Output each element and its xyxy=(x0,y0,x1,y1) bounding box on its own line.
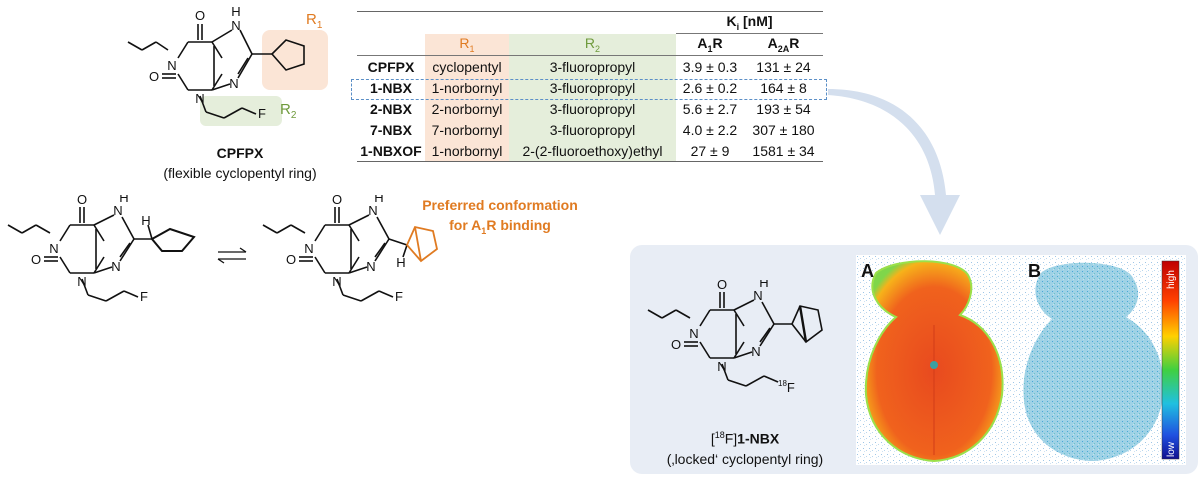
atom-f: F xyxy=(140,289,148,304)
atom-o: O xyxy=(149,69,159,84)
r1-cell: 1-norbornyl xyxy=(425,77,509,98)
atom-n: N xyxy=(332,274,341,289)
preferred-conformation-line2: for A1R binding xyxy=(449,217,551,236)
atom-f18: 18F xyxy=(778,379,795,395)
a2ar-ki-cell: 131 ± 24 xyxy=(756,58,811,75)
atom-h: H xyxy=(396,255,405,270)
table-row: CPFPX cyclopentyl 3-fluoropropyl 3.9 ± 0… xyxy=(357,55,823,77)
atom-n: N xyxy=(229,76,238,91)
a2ar-ki-cell: 307 ± 180 xyxy=(752,121,815,138)
a1r-ki-cell: 4.0 ± 2.2 xyxy=(682,121,738,138)
atom-o: O xyxy=(286,252,296,267)
atom-h: H xyxy=(141,213,150,228)
atom-n: N xyxy=(753,288,762,303)
atom-n: N xyxy=(368,203,377,218)
atom-n: N xyxy=(49,241,58,256)
nbx-structure: O O N N N H N 18F xyxy=(647,280,823,395)
a2ar-ki-cell: 1581 ± 34 xyxy=(752,142,815,159)
r2-cell: 3-fluoropropyl xyxy=(509,77,676,98)
atom-n: N xyxy=(167,58,176,73)
r2-cell: 3-fluoropropyl xyxy=(509,119,676,140)
atom-n: N xyxy=(195,91,204,106)
atom-f: F xyxy=(395,289,403,304)
col-header-r2: R2 xyxy=(509,33,676,56)
cpfpx-structure: O O N N N H N F R1 R2 xyxy=(127,4,328,126)
table-row: 7-NBX 7-norbornyl 3-fluoropropyl 4.0 ± 2… xyxy=(357,119,823,140)
compound-name: 2-NBX xyxy=(369,100,412,117)
scale-low-label: low xyxy=(1166,441,1177,457)
autoradiography-image: high low xyxy=(856,255,1186,465)
brain-a-scan xyxy=(864,260,1004,463)
r1-label: R1 xyxy=(306,11,323,31)
r1-highlight xyxy=(262,30,328,90)
r1-cell: 1-norbornyl xyxy=(425,140,509,162)
cpfpx-caption-desc: (flexible cyclopentyl ring) xyxy=(163,165,317,181)
atom-n: N xyxy=(231,18,240,33)
cpfpx-caption-name: CPFPX xyxy=(216,145,264,161)
compound-name: 1-NBXOF xyxy=(360,142,422,159)
atom-o: O xyxy=(195,8,205,23)
atom-n: N xyxy=(689,326,698,341)
col-header-a2ar: A2AR xyxy=(767,35,800,54)
preferred-conformation-label: Preferred conformation for A1R binding xyxy=(410,195,590,241)
equilibrium-arrows xyxy=(217,247,247,264)
atom-n: N xyxy=(113,203,122,218)
nbx-caption: [18F]1-NBX (‚locked‘ cyclopentyl ring) xyxy=(640,425,850,469)
atom-h: H xyxy=(231,4,240,19)
atom-o: O xyxy=(77,195,87,207)
a1r-ki-cell: 27 ± 9 xyxy=(690,142,730,159)
atom-n: N xyxy=(717,359,726,374)
a1r-ki-cell: 5.6 ± 2.7 xyxy=(682,100,738,117)
compound-name: CPFPX xyxy=(367,58,415,75)
col-header-a1r: A1R xyxy=(697,35,723,54)
atom-h: H xyxy=(759,280,768,290)
r1-cell: 2-norbornyl xyxy=(425,98,509,119)
conformer-preferred: O O N N N H N H F xyxy=(262,195,439,304)
r2-cell: 2-(2-fluoroethoxy)ethyl xyxy=(509,140,676,162)
atom-n: N xyxy=(304,241,313,256)
r1-cell: 7-norbornyl xyxy=(425,119,509,140)
r2-cell: 3-fluoropropyl xyxy=(509,55,676,77)
col-header-r1: R1 xyxy=(425,33,509,56)
panel-b-label: B xyxy=(1028,261,1041,281)
curved-arrow xyxy=(828,89,960,235)
cpfpx-caption: CPFPX (flexible cyclopentyl ring) xyxy=(150,143,330,183)
intensity-scale-bar xyxy=(1161,260,1180,460)
atom-h: H xyxy=(374,195,383,205)
a2ar-ki-cell: 193 ± 54 xyxy=(756,100,811,117)
atom-n: N xyxy=(751,344,760,359)
r1-cell: cyclopentyl xyxy=(425,55,509,77)
atom-o: O xyxy=(671,337,681,352)
brain-b-scan xyxy=(1023,262,1164,461)
atom-o: O xyxy=(332,195,342,207)
atom-f: F xyxy=(258,106,266,121)
panel-a-label: A xyxy=(861,261,874,281)
compound-name: 7-NBX xyxy=(369,121,412,138)
atom-n: N xyxy=(77,274,86,289)
conformer-flexible: O O N N N H N H F xyxy=(7,195,196,304)
atom-o: O xyxy=(31,252,41,267)
a1r-ki-cell: 2.6 ± 0.2 xyxy=(682,79,738,96)
atom-h: H xyxy=(119,195,128,205)
r2-cell: 3-fluoropropyl xyxy=(509,98,676,119)
nbx-row-highlight xyxy=(351,79,827,100)
table-row: 2-NBX 2-norbornyl 3-fluoropropyl 5.6 ± 2… xyxy=(357,98,823,119)
r2-highlight xyxy=(200,96,282,126)
r2-label: R2 xyxy=(280,101,297,121)
nbx-caption-name: [18F]1-NBX xyxy=(710,430,780,447)
atom-o: O xyxy=(717,280,727,292)
ki-table: Ki [nM] R1 R2 A1R A2AR CPFPX cyclopentyl… xyxy=(357,11,823,162)
a1r-ki-cell: 3.9 ± 0.3 xyxy=(682,58,738,75)
nbx-caption-desc: (‚locked‘ cyclopentyl ring) xyxy=(666,450,824,467)
a2ar-ki-cell: 164 ± 8 xyxy=(760,79,807,96)
preferred-conformation-line1: Preferred conformation xyxy=(422,197,578,213)
ki-header: Ki [nM] xyxy=(676,11,823,34)
table-row: 1-NBX 1-norbornyl 3-fluoropropyl 2.6 ± 0… xyxy=(357,77,823,98)
compound-name: 1-NBX xyxy=(369,79,412,96)
scale-high-label: high xyxy=(1166,270,1177,289)
table-row: 1-NBXOF 1-norbornyl 2-(2-fluoroethoxy)et… xyxy=(357,140,823,162)
atom-n: N xyxy=(366,259,375,274)
atom-n: N xyxy=(111,259,120,274)
